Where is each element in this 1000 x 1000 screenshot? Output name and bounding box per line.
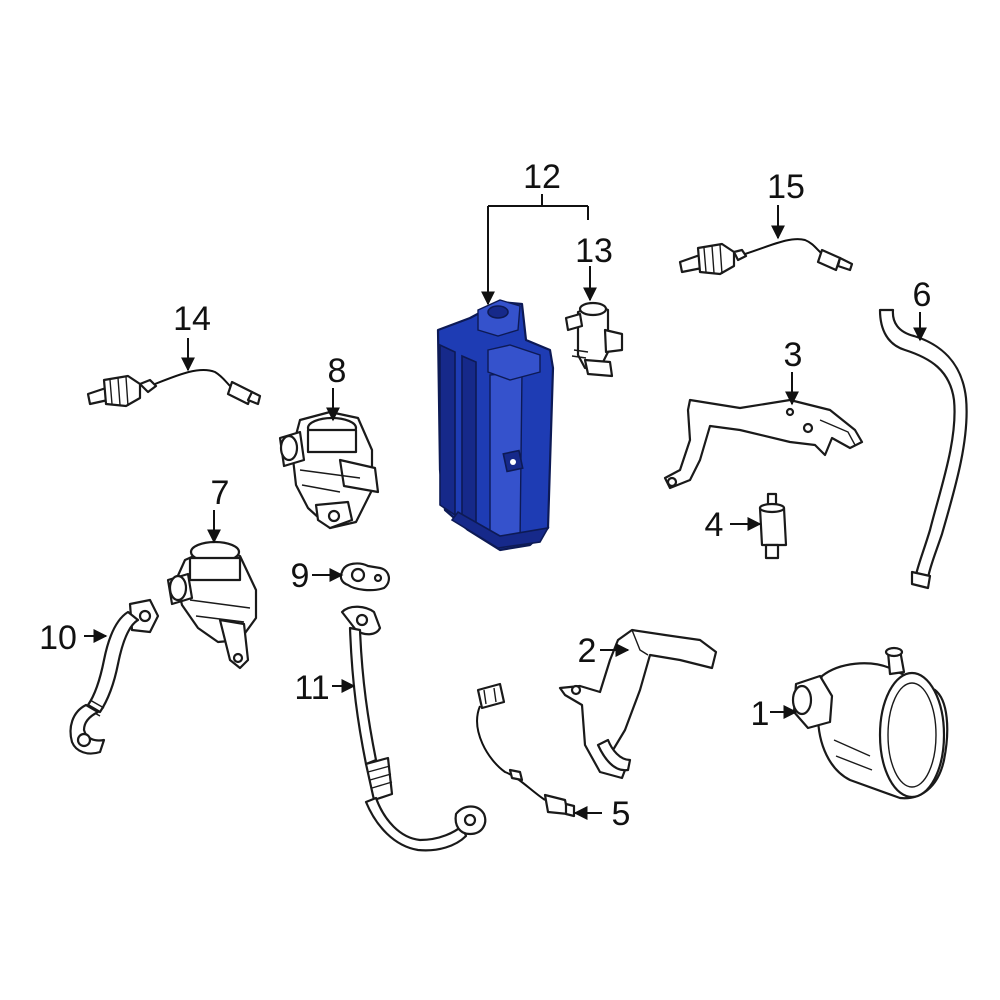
callout-1[interactable]: 1 [751,695,770,733]
callout-4[interactable]: 4 [705,506,724,544]
part-3-bracket[interactable] [663,398,864,490]
part-6-vent-hose[interactable] [878,308,968,590]
part-1-air-pump[interactable] [791,646,949,800]
callout-5[interactable]: 5 [612,795,631,833]
part-2-bracket[interactable] [558,628,718,780]
callout-7[interactable]: 7 [211,474,230,512]
callout-14[interactable]: 14 [173,300,211,338]
callout-15[interactable]: 15 [767,168,805,206]
callout-leaders [84,194,927,820]
callout-11[interactable]: 11 [294,669,329,707]
callout-13[interactable]: 13 [575,232,613,270]
callout-9[interactable]: 9 [291,557,310,595]
callout-6[interactable]: 6 [913,276,932,314]
part-8-air-valve[interactable] [278,410,380,530]
part-12-canister[interactable] [436,299,555,552]
part-11-egr-pipe[interactable] [340,605,487,852]
part-7-air-valve[interactable] [166,540,258,670]
part-13-purge-valve[interactable] [564,301,624,378]
part-5-sensor-wire[interactable] [476,682,576,818]
callout-12[interactable]: 12 [523,158,561,196]
callout-labels: 12 13 15 14 8 7 3 6 4 9 10 11 2 1 5 [39,158,931,833]
callout-2[interactable]: 2 [578,632,597,670]
part-10-air-pipe[interactable] [69,598,160,755]
callout-3[interactable]: 3 [784,336,803,374]
callout-10[interactable]: 10 [39,619,77,657]
part-9-gasket[interactable] [339,562,390,592]
part-14-oxygen-sensor[interactable] [86,368,262,408]
callout-8[interactable]: 8 [328,352,347,390]
part-15-oxygen-sensor[interactable] [678,238,854,276]
part-4-filter-fitting[interactable] [758,492,788,560]
